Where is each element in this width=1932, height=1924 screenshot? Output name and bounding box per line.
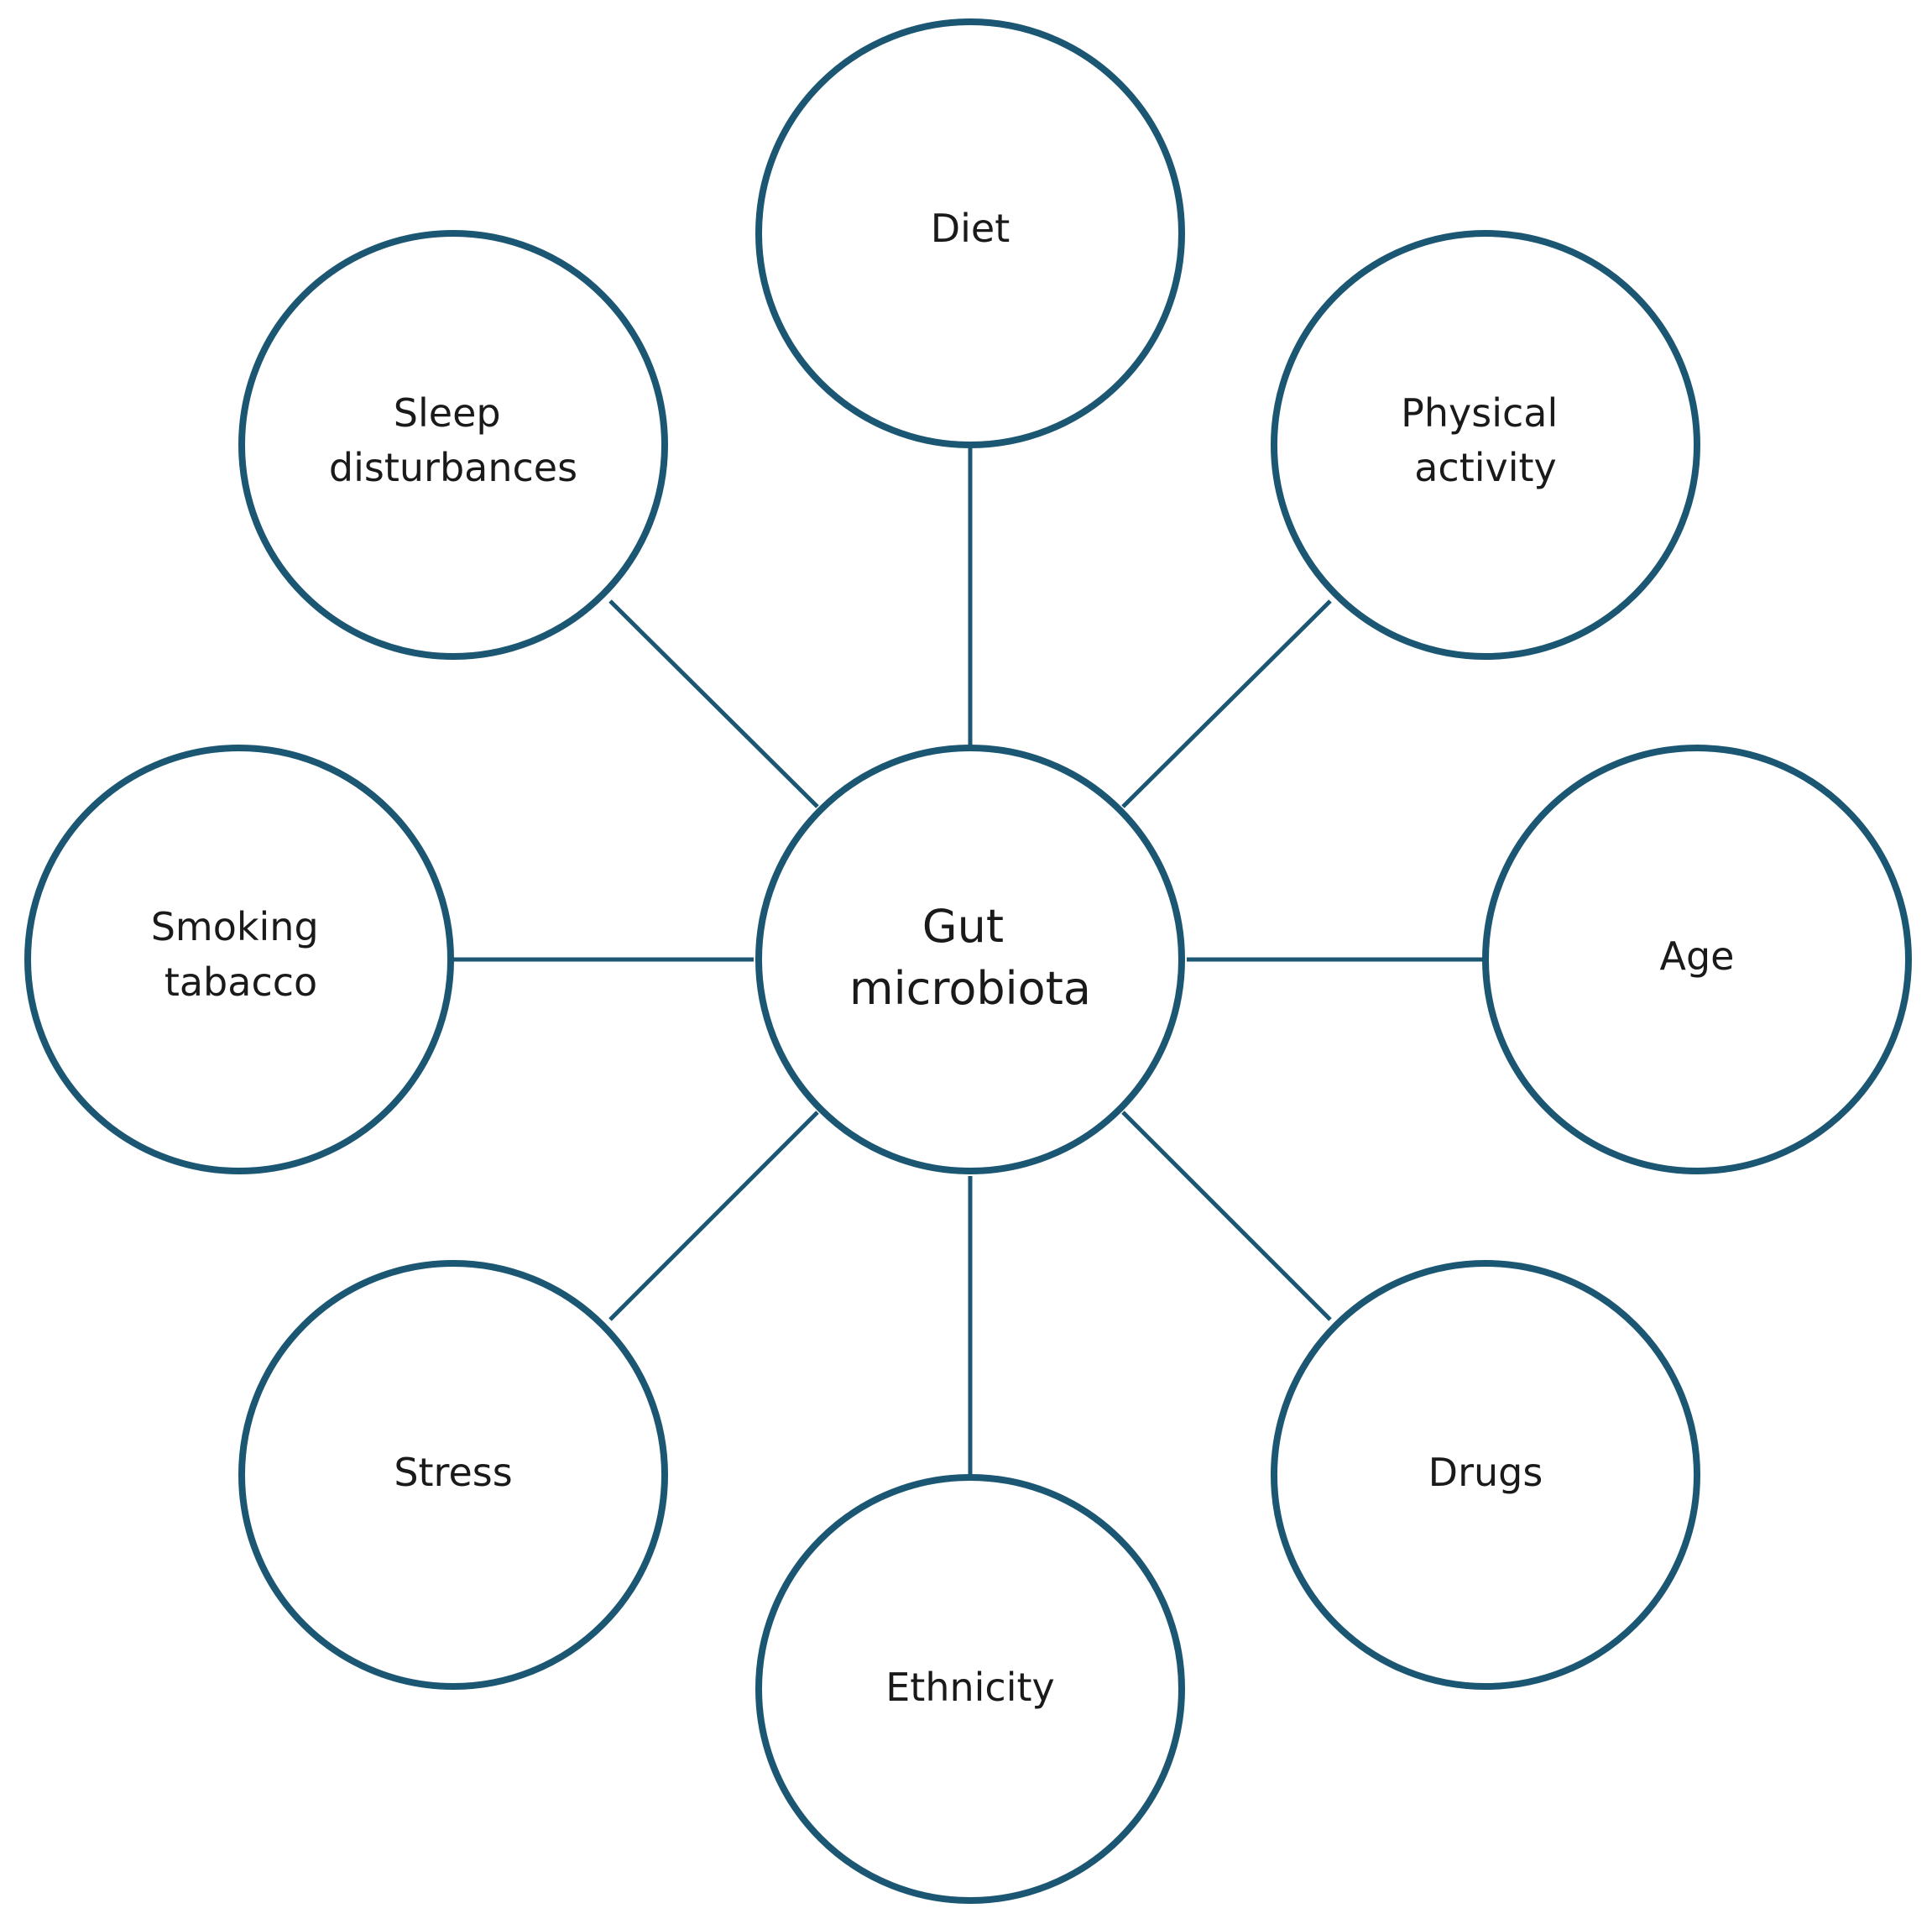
factor-label-physical-activity-line-2: activity (1414, 445, 1557, 490)
factor-label-diet-line-1: Diet (931, 206, 1010, 251)
factor-label-sleep-disturbances-line-1: Sleep (394, 390, 501, 436)
factor-node-age: Age (1482, 745, 1912, 1174)
factor-circle-diet (755, 18, 1185, 448)
factor-node-drugs: Drugs (1271, 1260, 1700, 1690)
center-label-line-2: microbiota (849, 962, 1091, 1015)
connector-sleep-disturbances (608, 599, 819, 808)
factor-node-sleep-disturbances: Sleep disturbances (238, 230, 668, 660)
factor-label-sleep-disturbances-line-2: disturbances (329, 445, 577, 490)
factor-label-stress: Stress (394, 1450, 512, 1495)
factor-node-diet: Diet (755, 18, 1185, 448)
factor-label-smoking-tabacco-line-1: Smoking (151, 904, 319, 949)
factor-node-physical-activity: Physical activity (1271, 230, 1700, 660)
factor-circle-sleep-disturbances (238, 230, 668, 660)
factor-label-stress-line-1: Stress (394, 1450, 512, 1495)
factor-label-age-line-1: Age (1660, 933, 1735, 979)
factor-node-smoking-tabacco: Smoking tabacco (24, 745, 454, 1174)
factor-label-diet: Diet (931, 206, 1010, 251)
center-label-line-1: Gut (922, 900, 1004, 953)
factor-label-drugs: Drugs (1428, 1450, 1543, 1495)
factor-node-stress: Stress (238, 1260, 668, 1690)
center-circle (755, 745, 1185, 1174)
factor-circle-stress (238, 1260, 668, 1690)
factor-label-smoking-tabacco: Smoking tabacco (151, 904, 332, 1005)
factor-label-ethnicity: Ethnicity (885, 1665, 1055, 1710)
factor-label-drugs-line-1: Drugs (1428, 1450, 1543, 1495)
factor-label-ethnicity-line-1: Ethnicity (885, 1665, 1055, 1710)
factor-circle-ethnicity (755, 1474, 1185, 1904)
factor-circle-smoking-tabacco (24, 745, 454, 1174)
factor-label-sleep-disturbances: Sleep disturbances (329, 390, 577, 490)
factor-node-ethnicity: Ethnicity (755, 1474, 1185, 1904)
factor-circle-physical-activity (1271, 230, 1700, 660)
center-node: Gut microbiota (755, 745, 1185, 1174)
factor-label-physical-activity-line-1: Physical (1401, 390, 1558, 436)
factor-circle-age (1482, 745, 1912, 1174)
connectors (451, 446, 1487, 1475)
factor-circle-drugs (1271, 1260, 1700, 1690)
factor-label-smoking-tabacco-line-2: tabacco (164, 959, 317, 1005)
factor-label-physical-activity: Physical activity (1401, 390, 1570, 490)
center-label: Gut microbiota (849, 900, 1091, 1015)
connector-stress (608, 1111, 819, 1321)
connector-physical-activity (1121, 599, 1332, 808)
connector-drugs (1121, 1111, 1332, 1321)
factor-label-age: Age (1660, 933, 1735, 979)
